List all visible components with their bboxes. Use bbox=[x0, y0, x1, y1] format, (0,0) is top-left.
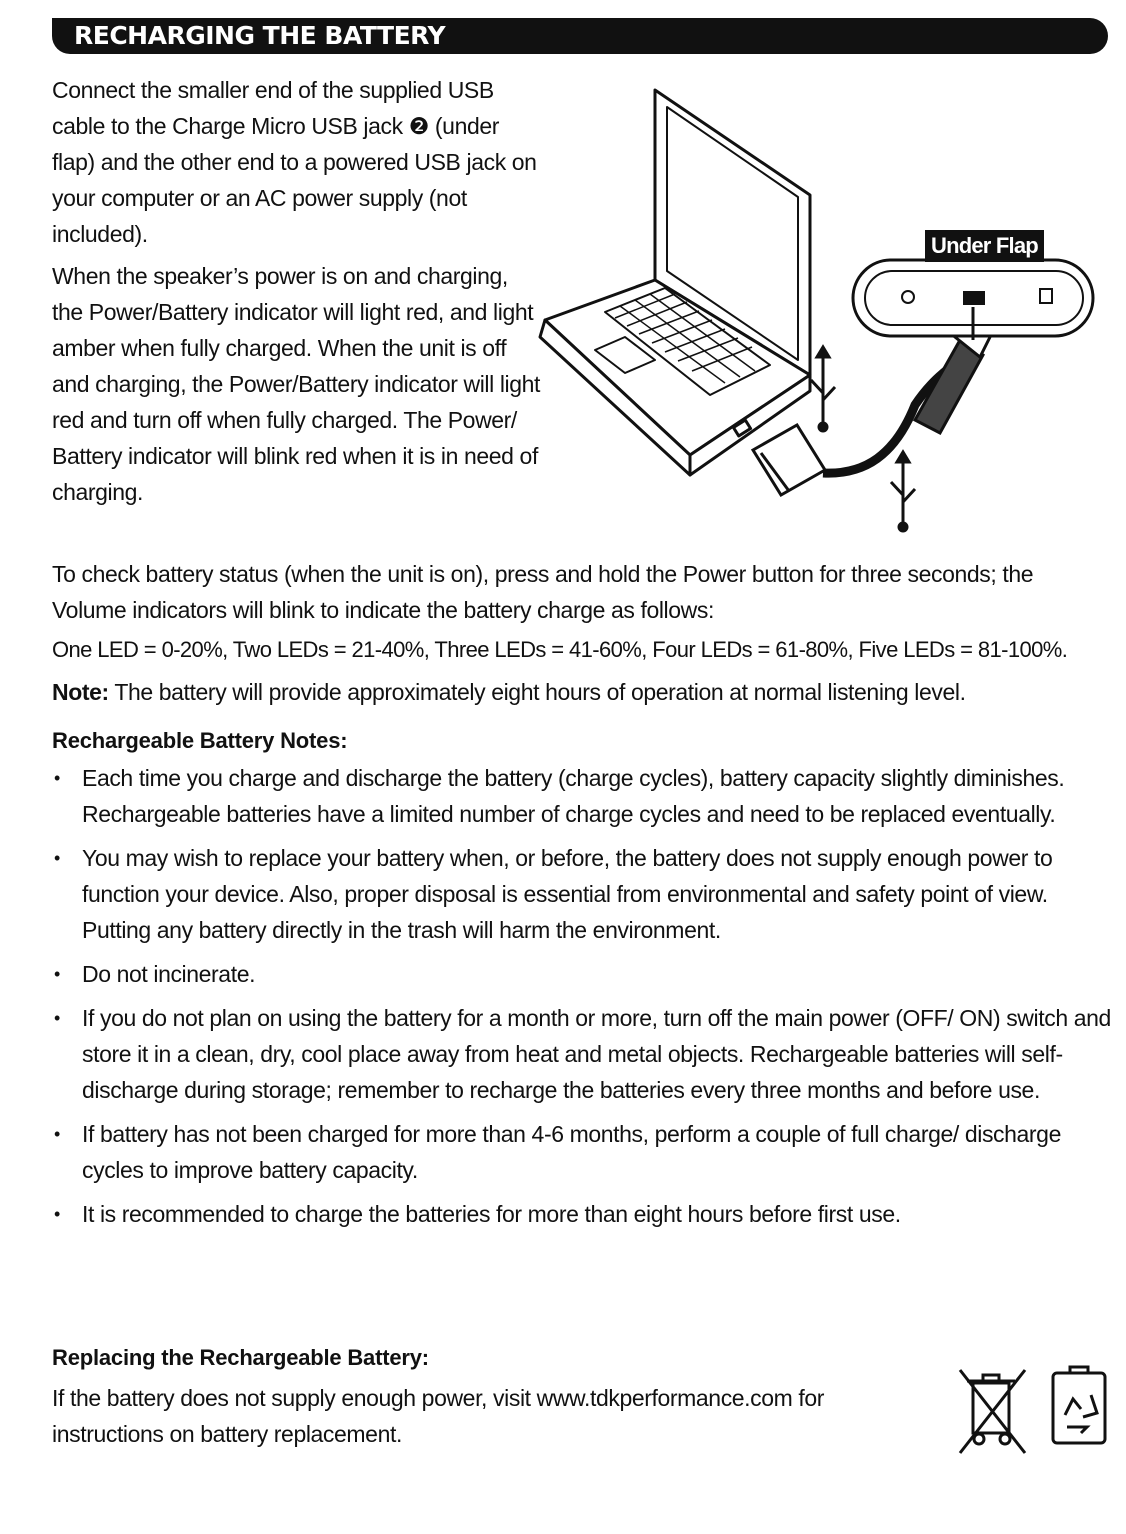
list-item: •Each time you charge and discharge the … bbox=[52, 760, 1112, 832]
bullet-icon: • bbox=[54, 1204, 60, 1224]
bullet-icon: • bbox=[54, 1124, 60, 1144]
replacing-battery-heading: Replacing the Rechargeable Battery: bbox=[52, 1345, 429, 1370]
usb-plug-icon bbox=[750, 422, 828, 498]
list-item: •It is recommended to charge the batteri… bbox=[52, 1196, 1112, 1232]
bullet-icon: • bbox=[54, 848, 60, 868]
note-paragraph: Note: The battery will provide approxima… bbox=[52, 674, 1112, 710]
note-text: The battery will provide approximately e… bbox=[108, 679, 966, 705]
usb-symbol-icon bbox=[809, 344, 837, 433]
disposal-icons bbox=[955, 1365, 1115, 1460]
bullet-icon: • bbox=[54, 768, 60, 788]
battery-recycle-icon bbox=[1051, 1365, 1107, 1445]
list-item: •If battery has not been charged for mor… bbox=[52, 1116, 1112, 1188]
laptop-charging-illustration: Under Flap bbox=[535, 75, 1110, 540]
bullet-icon: • bbox=[54, 1008, 60, 1028]
usb-symbol-icon-2 bbox=[889, 449, 917, 533]
intro-paragraph-connect: Connect the smaller end of the supplied … bbox=[52, 77, 537, 247]
replacing-battery-text: If the battery does not supply enough po… bbox=[52, 1385, 825, 1447]
laptop-icon bbox=[538, 88, 812, 477]
list-item: •Do not incinerate. bbox=[52, 956, 1112, 992]
micro-usb-plug-icon bbox=[912, 323, 992, 436]
note-label: Note: bbox=[52, 679, 109, 705]
crossed-bin-icon bbox=[958, 1369, 1027, 1454]
section-title-banner: RECHARGING THE BATTERY bbox=[52, 18, 1108, 54]
bullet-icon: • bbox=[54, 964, 60, 984]
battery-notes-list: •Each time you charge and discharge the … bbox=[52, 760, 1112, 1240]
intro-paragraph-indicator: When the speaker’s power is on and charg… bbox=[52, 263, 541, 505]
section-title: RECHARGING THE BATTERY bbox=[74, 21, 446, 50]
under-flap-label: Under Flap bbox=[925, 230, 1044, 262]
list-item: •If you do not plan on using the battery… bbox=[52, 1000, 1112, 1108]
status-paragraph: To check battery status (when the unit i… bbox=[52, 561, 1034, 623]
rechargeable-notes-heading: Rechargeable Battery Notes: bbox=[52, 728, 348, 753]
list-item: •You may wish to replace your battery wh… bbox=[52, 840, 1112, 948]
led-levels-paragraph: One LED = 0-20%, Two LEDs = 21-40%, Thre… bbox=[52, 637, 1068, 662]
